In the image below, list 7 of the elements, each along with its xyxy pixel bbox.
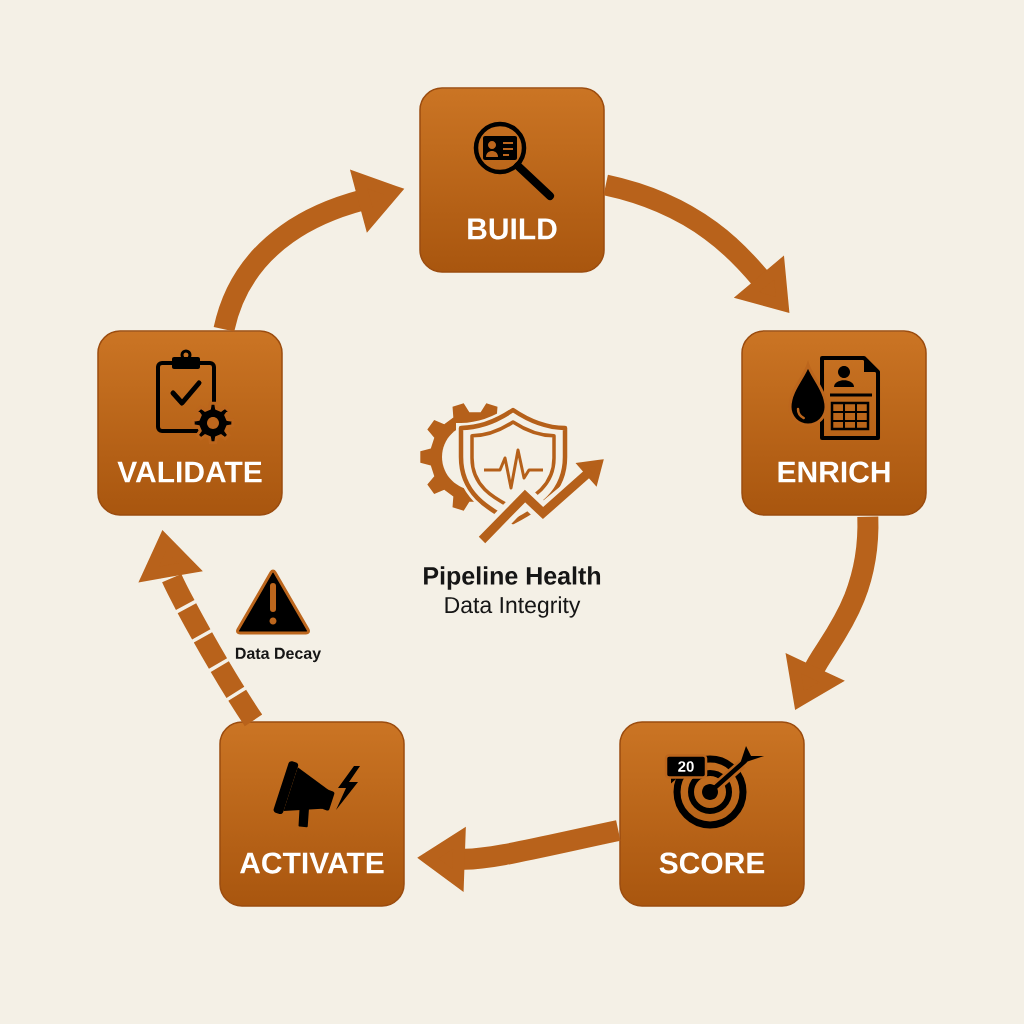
score-badge: 20 bbox=[664, 754, 708, 784]
warning-caption: Data Decay bbox=[235, 647, 322, 663]
process-box: ACTIVATE bbox=[219, 721, 405, 907]
center-subheading: Data Integrity bbox=[445, 596, 581, 618]
center-heading: Pipeline Health bbox=[424, 566, 601, 590]
process-box: BUILD bbox=[419, 87, 605, 273]
process-box: VALIDATE bbox=[97, 330, 283, 516]
